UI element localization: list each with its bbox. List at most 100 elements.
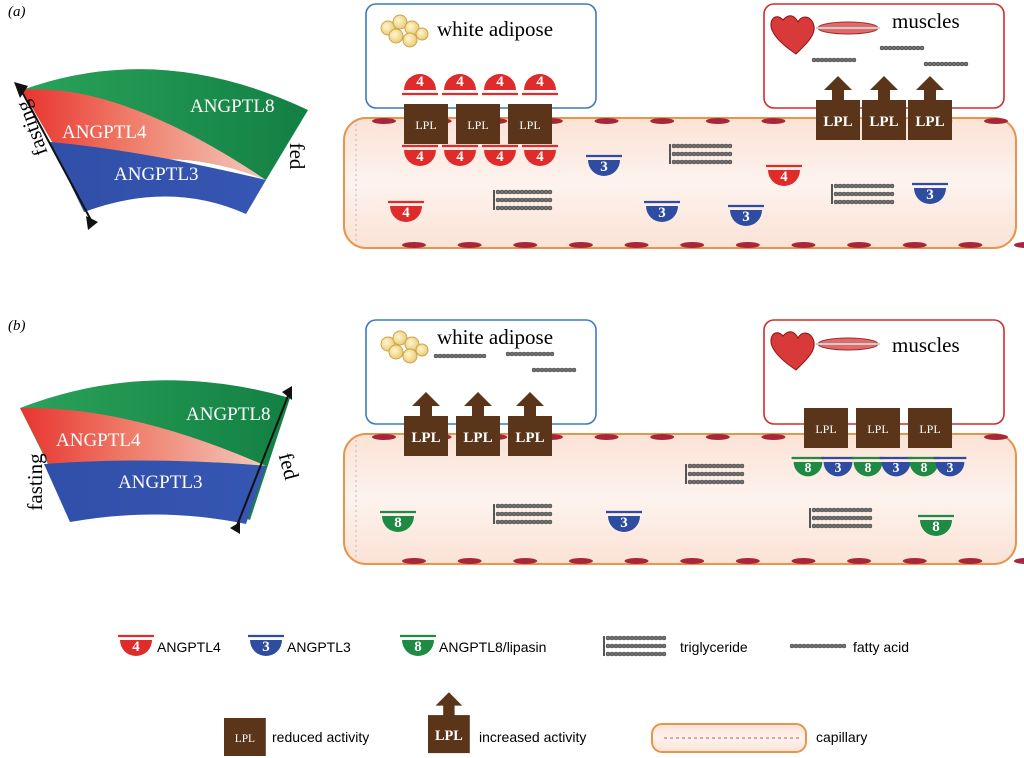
chain-atom: [715, 151, 721, 157]
legend-label-capillary: capillary: [816, 729, 867, 745]
chain-atom: [637, 651, 643, 657]
chain-atom: [649, 635, 655, 641]
chain-atom: [855, 507, 861, 513]
protein-number: 4: [416, 74, 424, 90]
chain-atom: [539, 205, 545, 211]
chain-atom: [699, 463, 705, 469]
chain-atom: [727, 159, 733, 165]
arrow-shaft: [472, 404, 484, 418]
chain-atom: [811, 57, 817, 63]
fan-label-angptl4: ANGPTL4: [62, 122, 147, 143]
chain-atom: [853, 199, 859, 205]
chain-atom: [523, 511, 529, 517]
protein-angptl8-icon: 8: [400, 634, 436, 656]
chain-atom: [849, 191, 855, 197]
chain-atom: [959, 61, 965, 67]
chain-atom: [727, 151, 733, 157]
triglyceride-icon: [493, 189, 553, 211]
chain-atom: [511, 519, 517, 525]
protein-angptl4-icon: 4: [482, 144, 518, 166]
chain-atom: [523, 189, 529, 195]
chain-atom: [735, 479, 741, 485]
protein-angptl4-icon: 4: [402, 144, 438, 166]
chain-atom: [735, 471, 741, 477]
lpl-text: LPL: [415, 118, 436, 132]
chain-atom: [885, 199, 891, 205]
chain-atom: [675, 151, 681, 157]
chain-atom: [653, 635, 659, 641]
chain-atom: [531, 367, 537, 373]
chain-atom: [881, 191, 887, 197]
chain-atom: [641, 635, 647, 641]
chain-atom: [863, 507, 869, 513]
chain-atom: [543, 519, 549, 525]
protein-body: [524, 150, 556, 166]
adipose-cells-icon: [380, 330, 429, 364]
chain-atom: [727, 479, 733, 485]
triglyceride-icon: [603, 635, 667, 657]
chain-atom: [845, 199, 851, 205]
chain-atom: [531, 197, 537, 203]
chain-atom: [873, 183, 879, 189]
chain-atom: [671, 143, 677, 149]
chain-atom: [495, 503, 501, 509]
muscles-label: muscles: [892, 333, 960, 357]
endothelial-nucleus: [1014, 242, 1024, 248]
protein-number: 4: [536, 149, 544, 165]
fed-label: fed: [285, 143, 309, 170]
protein-angptl3-icon: 3: [912, 182, 948, 204]
chain-atom: [947, 61, 953, 67]
endothelial-nucleus: [705, 118, 730, 124]
lpl-reduced-icon: LPL: [224, 718, 266, 756]
protein-body: [914, 188, 946, 204]
chain-atom: [715, 143, 721, 149]
chain-atom: [461, 353, 467, 359]
chain-atom: [535, 503, 541, 509]
protein-angptl3-icon: 3: [821, 456, 855, 477]
chain-atom: [539, 189, 545, 195]
chain-atom: [675, 159, 681, 165]
chain-atom: [547, 511, 553, 517]
chain-atom: [535, 511, 541, 517]
fan-band-angptl4: [20, 407, 266, 470]
chain-atom: [515, 197, 521, 203]
lpl-increased-icon: LPL: [908, 76, 952, 140]
chain-atom: [707, 143, 713, 149]
chain-atom: [719, 463, 725, 469]
chain-atom: [551, 367, 557, 373]
protein-angptl4-icon: 4: [522, 144, 558, 166]
chain-atom: [707, 471, 713, 477]
arrow-up-icon: [435, 692, 463, 706]
chain-atom: [567, 367, 573, 373]
chain-atom: [449, 353, 455, 359]
chain-atom: [821, 643, 827, 649]
endothelial-nucleus: [958, 558, 983, 564]
lpl-text: LPL: [235, 733, 255, 745]
lpl-text: LPL: [467, 118, 488, 132]
chain-atom: [511, 189, 517, 195]
chain-atom: [645, 635, 651, 641]
chain-atom: [699, 151, 705, 157]
chain-atom: [861, 183, 867, 189]
protein-number: 3: [835, 460, 842, 475]
chain-atom: [715, 159, 721, 165]
triglyceride-icon: [669, 143, 733, 165]
chain-atom: [719, 151, 725, 157]
chain-atom: [547, 519, 553, 525]
chain-atom: [859, 523, 865, 529]
chain-atom: [629, 651, 635, 657]
chain-atom: [827, 523, 833, 529]
chain-atom: [525, 351, 531, 357]
lpl-text: LPL: [435, 728, 463, 744]
chain-atom: [923, 61, 929, 67]
chain-atom: [699, 159, 705, 165]
chain-atom: [719, 159, 725, 165]
protein-body: [853, 462, 883, 477]
lpl-box: [456, 416, 500, 456]
chain-atom: [859, 507, 865, 513]
chain-atom: [727, 463, 733, 469]
chain-atom: [621, 643, 627, 649]
protein-number: 3: [600, 159, 608, 175]
chain-atom: [857, 191, 863, 197]
chain-atom: [739, 479, 745, 485]
